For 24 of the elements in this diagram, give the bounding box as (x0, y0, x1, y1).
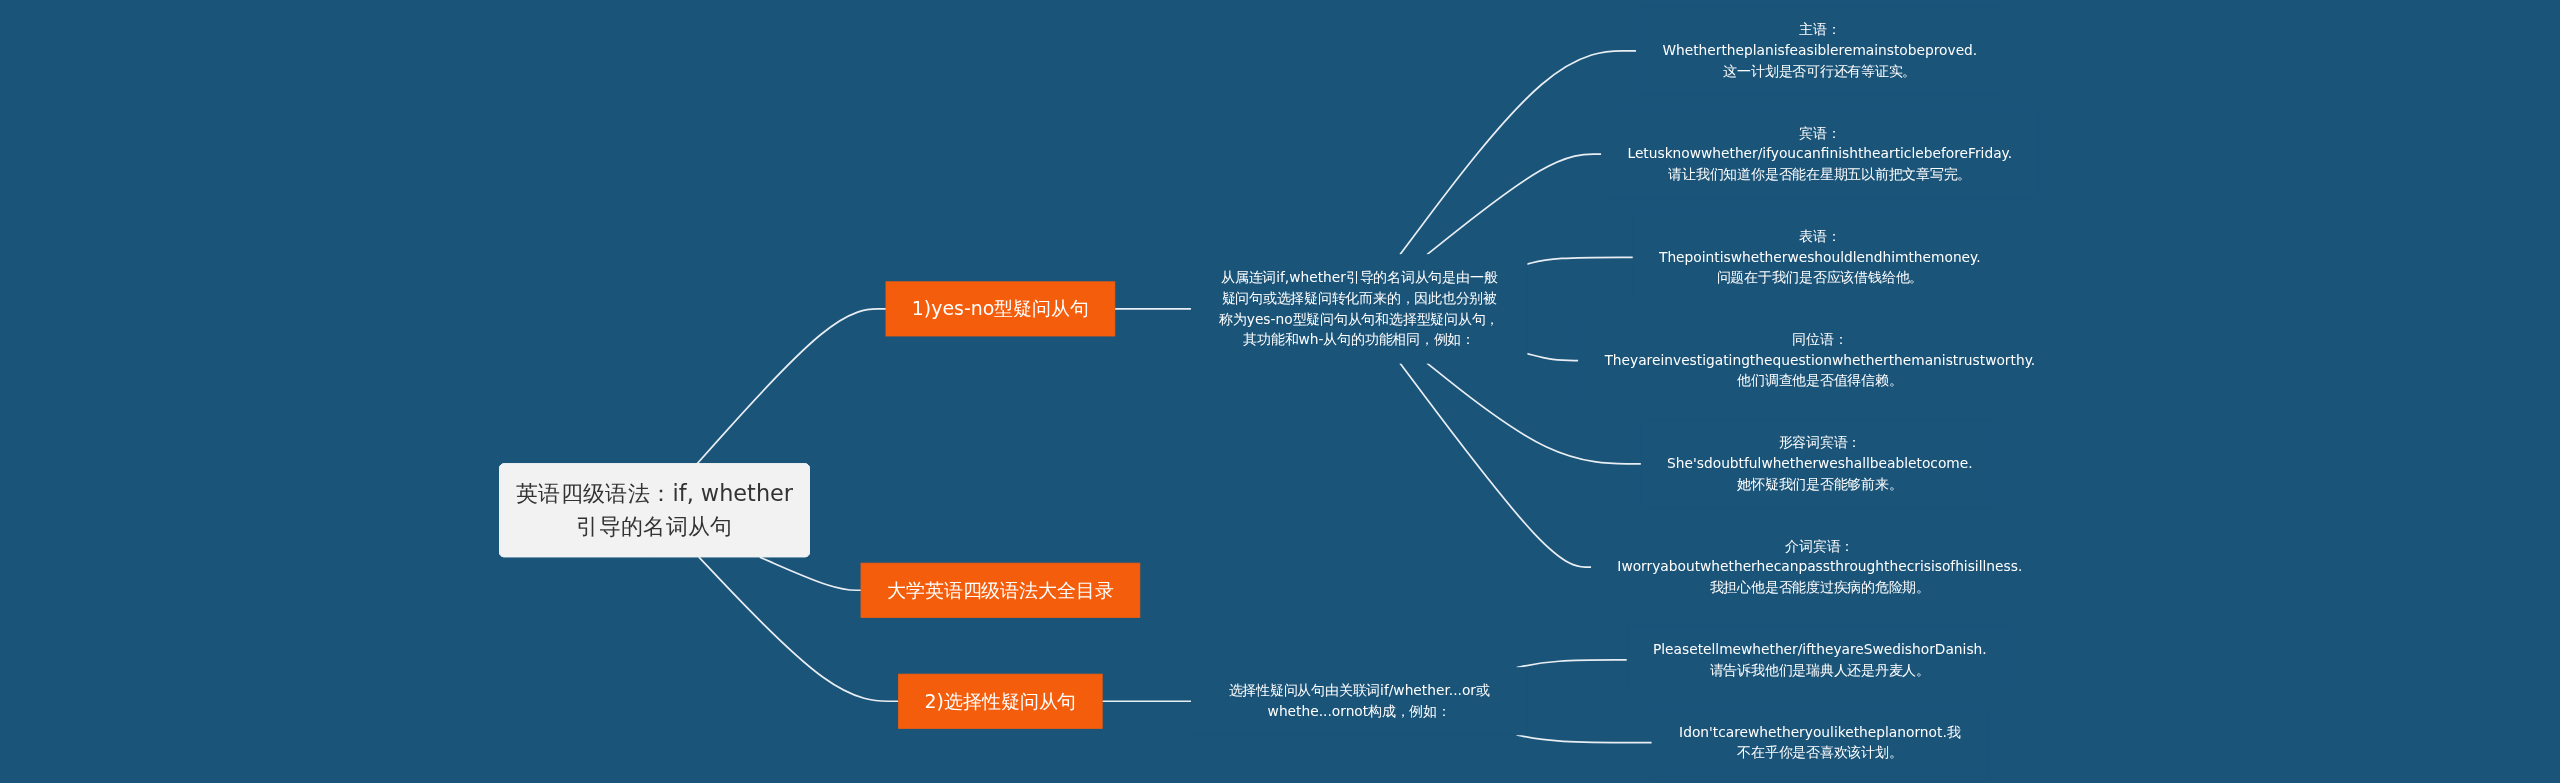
node-text: 介词宾语：Iworryaboutwhetherhecanpassthroughthecrisisofhisillness.我担心他是否能度过疾病的危险期。 (1617, 537, 2022, 596)
node-box: 1)yes-no型疑问从句 (885, 281, 1115, 337)
node-text: 表语：Thepointiswhetherweshouldlendhimthemoney.问题在于我们是否应该借钱给他。 (1658, 228, 1981, 286)
node-text: 形容词宾语：She'sdoubtfulwhetherweshallbeabletocome.她怀疑我们是否能够前来。 (1666, 434, 1973, 493)
connector (1398, 49, 1638, 256)
node-text: Idon'tcarewhetheryouliketheplanornot.我不在乎你是否喜欢该计划。 (1678, 723, 1961, 761)
connector (1515, 733, 1653, 744)
connector (1398, 362, 1593, 568)
connector (1113, 308, 1192, 310)
node-text: 选择性疑问从句由关联词if/whether...or或whethe...ornot构成，例如： (1228, 682, 1490, 720)
connector (1525, 352, 1580, 362)
node-text: 主语：Whethertheplanisfeasibleremainstobeproved.这一计划是否可行还有等证实。 (1662, 21, 1977, 80)
node-box: 大学英语四级语法大全目录 (860, 562, 1140, 618)
connector (1425, 153, 1603, 256)
node-box: 2)选择性疑问从句 (897, 673, 1103, 729)
node-text: 宾语：Letusknowwhether/ifyoucanfinishthearticlebeforeFriday.请让我们知道你是否能在星期五以前把文章写完。 (1627, 124, 2012, 183)
connector (1425, 362, 1642, 465)
node-text: 同位语：Theyareinvestigatingthequestionwhetherthemanistrustworthy.他们调查他是否值得信赖。 (1604, 331, 2035, 389)
connector (758, 556, 862, 592)
connector (1525, 256, 1634, 265)
connector (1101, 700, 1192, 703)
connector (697, 556, 900, 703)
node-text: 从属连词if,whether引导的名词从句是由一般疑问句或选择疑问转化而来的，因此也分别被称为yes-no型疑问句从句和选择型疑问从句，其功能和wh-从句的功能相同，例如： (1218, 269, 1499, 348)
node-text: Pleasetellmewhether/iftheyareSwedishorDanish.请告诉我他们是瑞典人还是丹麦人。 (1652, 641, 1987, 679)
